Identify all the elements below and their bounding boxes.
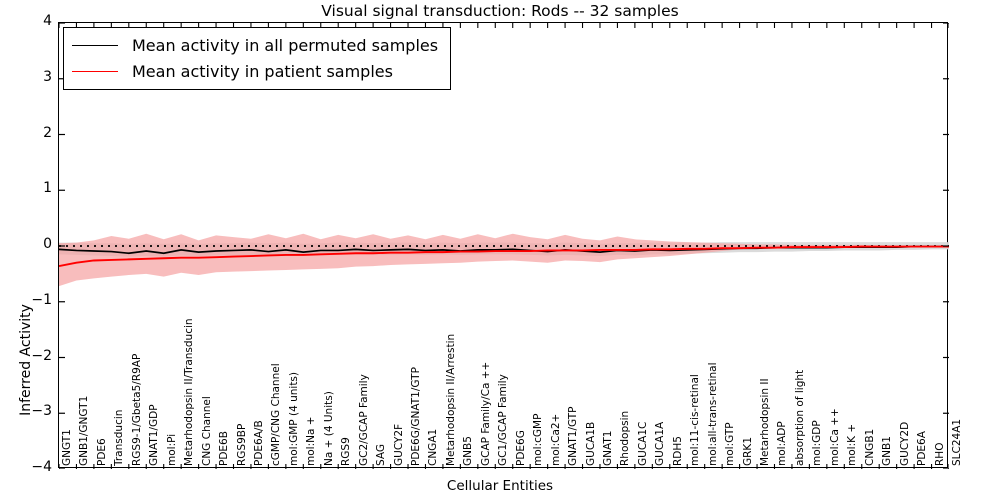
x-axis-tick-label: GRK1: [741, 437, 754, 466]
x-axis-tick-label: GNAT1/GTP: [567, 406, 580, 467]
y-axis-tick-label: −3: [31, 403, 52, 420]
x-axis-tick-label: mol:ADP: [776, 421, 789, 466]
legend-label: Mean activity in all permuted samples: [132, 35, 439, 55]
x-axis-tick-label: PDE6: [95, 438, 108, 466]
x-axis-tick-label: absorption of light: [793, 369, 806, 466]
x-axis-tick-label: mol:Ca2+: [549, 413, 562, 466]
y-axis-label: Inferred Activity: [8, 120, 34, 416]
x-axis-label: Cellular Entities: [446, 478, 554, 494]
x-axis-tick-label: GNAT1: [601, 430, 614, 466]
y-axis-tick-label: 4: [43, 13, 52, 29]
x-axis-tick-label: GNAT1/GDP: [148, 404, 161, 466]
x-axis-tick-label: GUCA1C: [636, 421, 649, 466]
x-axis-tick-label: mol:cGMP: [532, 413, 545, 466]
y-axis-tick-label: 2: [43, 124, 52, 141]
legend-label: Mean activity in patient samples: [132, 61, 393, 81]
x-axis-tick-label: Metarhodopsin II: [759, 378, 772, 466]
x-axis-tick-label: mol:11-cis-retinal: [689, 374, 702, 466]
x-axis-tick-label: Metarhodopsin II/Arrestin: [444, 333, 457, 466]
x-axis-tick-label: PDE6B: [218, 431, 231, 466]
x-axis-tick-label: mol:all-trans-retinal: [706, 362, 719, 466]
legend-color-swatch: [72, 44, 118, 46]
chart-title: Visual signal transduction: Rods -- 32 s…: [321, 2, 679, 20]
y-axis-tick-label: 1: [43, 180, 52, 197]
x-axis-tick-label: mol:GMP (4 units): [287, 372, 300, 466]
x-axis-tick-label: GNGT1: [61, 429, 73, 466]
x-axis-tick-label: mol:Ca ++: [828, 408, 841, 466]
x-axis-tick-label: RGS9BP: [235, 423, 248, 466]
x-axis-tick-label: SLC24A1: [951, 418, 963, 466]
plot-svg: [59, 23, 949, 469]
patient-band: [59, 233, 949, 287]
y-axis-tick-labels: 4 3 2 1 0 −1 −2 −3 −4: [0, 0, 52, 500]
x-axis-tick-label: mol:GTP: [724, 422, 737, 466]
x-axis-tick-label: GNB1: [881, 436, 894, 466]
x-axis-tick-label: cGMP/CNG Channel: [270, 363, 283, 466]
x-axis-tick-label: RHO: [933, 442, 946, 466]
x-axis-tick-label: GC2/GCAP Family: [357, 374, 370, 466]
x-axis-tick-label: CNG Channel: [200, 396, 213, 466]
x-axis-tick-label: Na + (4 Units): [322, 391, 335, 466]
x-axis-tick-label: GUCY2F: [392, 423, 405, 466]
x-axis-tick-label: GCAP Family/Ca ++: [479, 361, 492, 466]
x-axis-tick-label: mol:Na +: [305, 416, 318, 466]
y-axis-tick-label: −1: [31, 291, 52, 308]
x-axis-tick-label: GNB1/GNGT1: [78, 395, 91, 466]
legend-item[interactable]: Mean activity in all permuted samples: [72, 32, 438, 58]
x-axis-tick-label: mol:K +: [846, 423, 859, 466]
x-axis-tick-label: RGS9-1/Gbeta5/R9AP: [130, 353, 143, 466]
x-axis-tick-label: PDE6G: [514, 430, 527, 466]
legend-item[interactable]: Mean activity in patient samples: [72, 58, 438, 84]
x-axis-tick-label: GUCA1A: [654, 421, 667, 466]
x-axis-tick-label: PDE6A: [916, 431, 929, 466]
x-axis-tick-label: GNB5: [462, 436, 475, 466]
x-axis-tick-label: SAG: [375, 444, 388, 466]
x-axis-tick-label: PDE6G/GNAT1/GTP: [410, 367, 423, 466]
y-axis-tick-label: 3: [43, 68, 52, 85]
x-axis-tick-label: RGS9: [340, 437, 353, 466]
x-axis-tick-label: Rhodopsin: [619, 410, 632, 466]
x-axis-tick-label: RDH5: [671, 436, 684, 466]
x-axis-tick-label: GUCA1B: [584, 421, 597, 466]
legend-color-swatch: [72, 70, 118, 72]
y-axis-tick-label: −2: [31, 347, 52, 364]
x-axis-tick-label: GC1/GCAP Family: [497, 374, 510, 466]
x-axis-tick-label: GUCY2D: [898, 421, 911, 466]
patient-mean-line: [59, 245, 949, 268]
y-axis-tick-label: 0: [43, 236, 52, 252]
x-axis-tick-label: mol:GDP: [811, 420, 824, 466]
x-axis-tick-label: mol:Pi: [165, 433, 178, 466]
x-axis-tick-label: CNGB1: [863, 428, 876, 466]
x-axis-tick-label: Transducin: [113, 409, 126, 466]
x-axis-tick-label: PDE6A/B: [252, 420, 265, 466]
x-axis-tick-label: CNGA1: [427, 428, 440, 466]
x-axis-tick-label: Metarhodopsin II/Transducin: [183, 318, 196, 466]
plot-area: [58, 22, 949, 469]
y-axis-tick-label: −4: [31, 459, 52, 475]
y-axis-label-text: Inferred Activity: [18, 304, 34, 416]
